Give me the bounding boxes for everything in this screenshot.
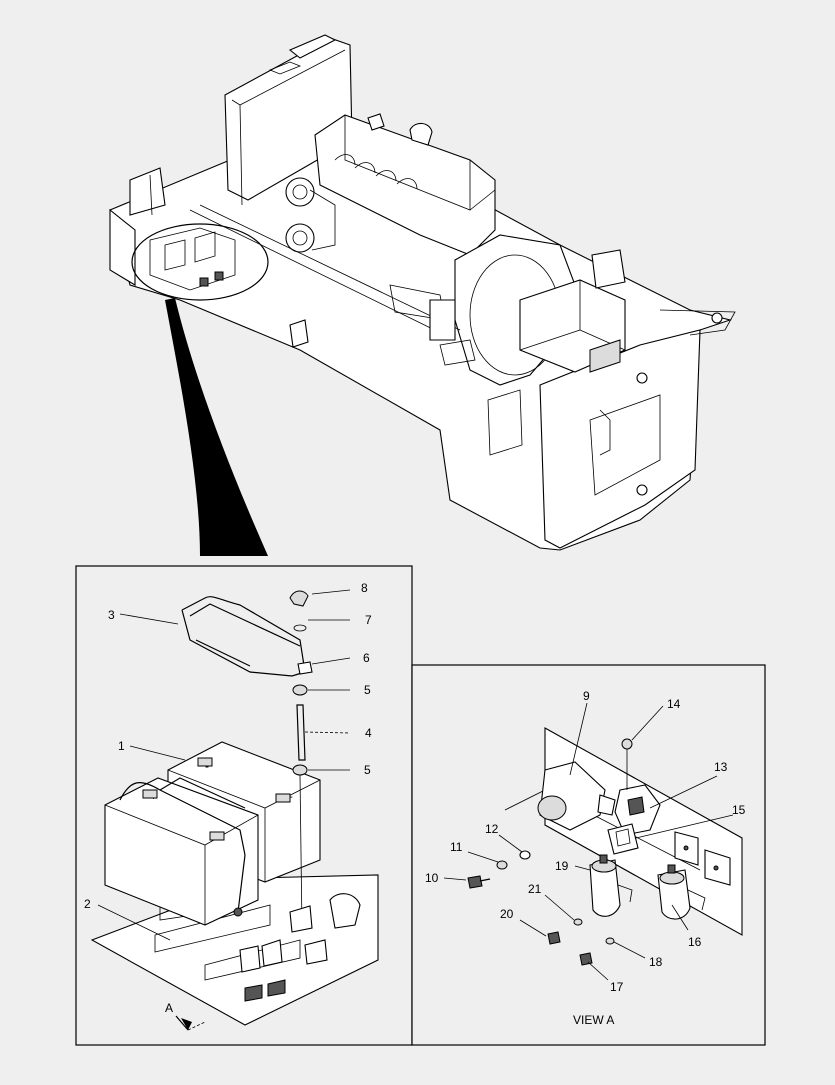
relay-panel-drawing <box>467 727 743 966</box>
callout-3: 3 <box>108 608 115 622</box>
callout-6: 6 <box>363 651 370 665</box>
callout-5a: 5 <box>364 683 371 697</box>
callout-16: 16 <box>688 935 702 949</box>
callout-13: 13 <box>714 760 728 774</box>
callout-5b: 5 <box>364 763 371 777</box>
view-a-indicator: A <box>165 1001 206 1031</box>
callout-20: 20 <box>500 907 514 921</box>
right-callouts: 9 14 13 15 12 11 10 19 21 20 16 18 17 VI… <box>425 689 746 1027</box>
callout-4: 4 <box>365 726 372 740</box>
callout-8: 8 <box>361 581 368 595</box>
callout-15: 15 <box>732 803 746 817</box>
view-arrow-label: A <box>165 1001 173 1015</box>
callout-10: 10 <box>425 871 439 885</box>
left-callouts: 3 1 2 8 7 6 5 4 5 <box>84 581 372 941</box>
callout-19: 19 <box>555 859 569 873</box>
view-a-title: VIEW A <box>573 1013 614 1027</box>
callout-9: 9 <box>583 689 590 703</box>
callout-18: 18 <box>649 955 663 969</box>
machine-frame-drawing <box>109 34 736 556</box>
callout-7: 7 <box>365 613 372 627</box>
callout-21: 21 <box>528 882 542 896</box>
callout-1: 1 <box>118 739 125 753</box>
callout-11: 11 <box>450 840 463 854</box>
callout-17: 17 <box>610 980 624 994</box>
callout-2: 2 <box>84 897 91 911</box>
battery-assembly-drawing: - + + <box>90 590 379 1026</box>
callout-12: 12 <box>485 822 499 836</box>
callout-14: 14 <box>667 697 681 711</box>
